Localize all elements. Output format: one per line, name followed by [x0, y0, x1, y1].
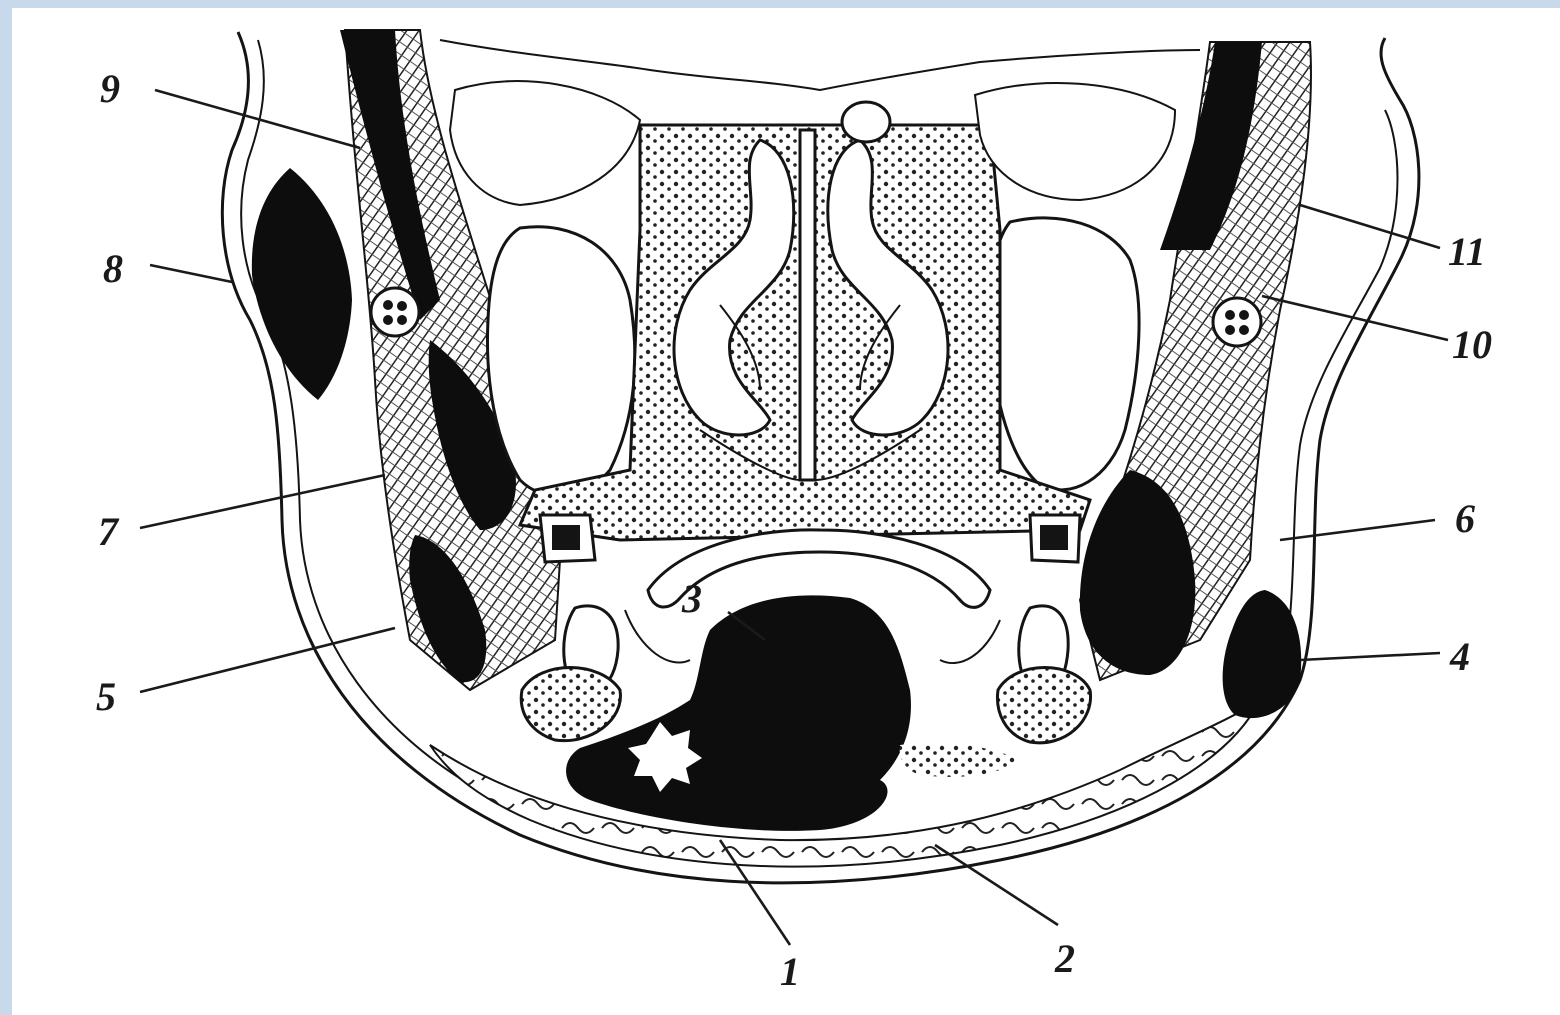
- left-orbit: [450, 81, 640, 205]
- label-10: 10: [1452, 322, 1492, 367]
- label-1: 1: [780, 949, 800, 994]
- structure-4-mass[interactable]: [1223, 590, 1302, 718]
- label-5: 5: [96, 674, 116, 719]
- label-9: 9: [100, 66, 120, 111]
- right-nerve-bundle: [1213, 298, 1261, 346]
- floor-mouth-fat: [900, 743, 1020, 777]
- label-7: 7: [98, 509, 120, 554]
- crista-galli: [842, 102, 890, 142]
- right-maxillary-sinus: [990, 218, 1139, 490]
- label-8: 8: [103, 246, 123, 291]
- right-upper-molar: [1030, 515, 1080, 562]
- label-3: 3: [681, 576, 702, 621]
- right-orbit: [975, 83, 1175, 200]
- label-6: 6: [1455, 496, 1475, 541]
- label-11: 11: [1448, 229, 1486, 274]
- left-nerve-bundle: [371, 288, 419, 336]
- orbital-floor: [440, 40, 1200, 90]
- left-upper-molar: [540, 515, 595, 562]
- left-maxillary-sinus: [487, 227, 634, 496]
- label-4: 4: [1449, 634, 1470, 679]
- right-lower-molar: [997, 606, 1090, 743]
- nasal-septum: [800, 130, 815, 480]
- label-2: 2: [1054, 936, 1075, 981]
